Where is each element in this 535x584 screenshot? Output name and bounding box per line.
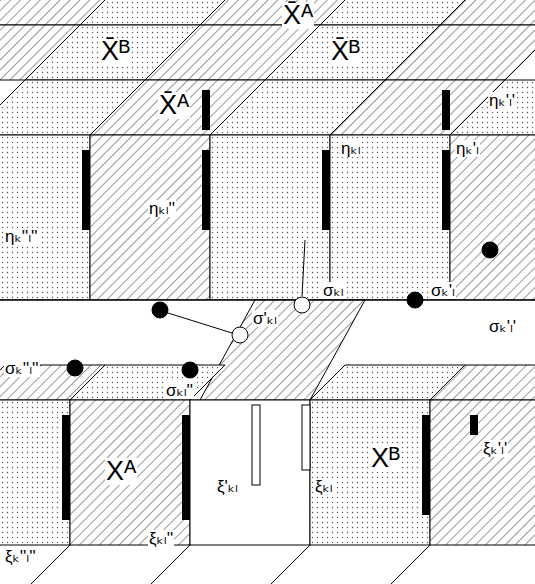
edge-symbol-label: σₖ'ₗ [430,282,456,299]
edge-symbol-label: ξ'ₖₗ [216,478,239,495]
edge-symbol-label: ηₖₗ'' [148,200,176,217]
block-label: X̄ᴮ [100,38,131,65]
edge-symbol-label: ξₖₗ [314,478,334,495]
edge-symbol-label: ξₖ''ₗ'' [4,548,37,565]
edge-symbol-label: σₖₗ'' [165,382,194,399]
edge-symbol-label: σₖ''ₗ'' [4,360,40,377]
edge-symbol-label: σ'ₖₗ [252,310,278,327]
edge-symbol-label: ηₖₗ [340,140,362,157]
edge-symbol-label: ηₖ'ₗ [455,140,480,157]
block-label: Xᴬ [105,458,137,485]
edge-symbol-label: ηₖ'ₗ' [488,92,516,109]
edge-symbol-label: ξₖ'ₗ' [482,440,508,457]
block-label: X̄ᴬ [282,2,314,29]
edge-symbol-label: σₖₗ [322,282,345,299]
edge-symbol-label: ηₖ''ₗ'' [4,228,39,245]
edge-symbol-label: ξₖₗ'' [148,530,174,547]
block-label: Xᴮ [370,445,401,472]
edge-symbol-label: σₖ'ₗ' [488,318,517,335]
block-label: X̄ᴬ [158,92,190,119]
block-label: X̄ᴮ [330,38,361,65]
